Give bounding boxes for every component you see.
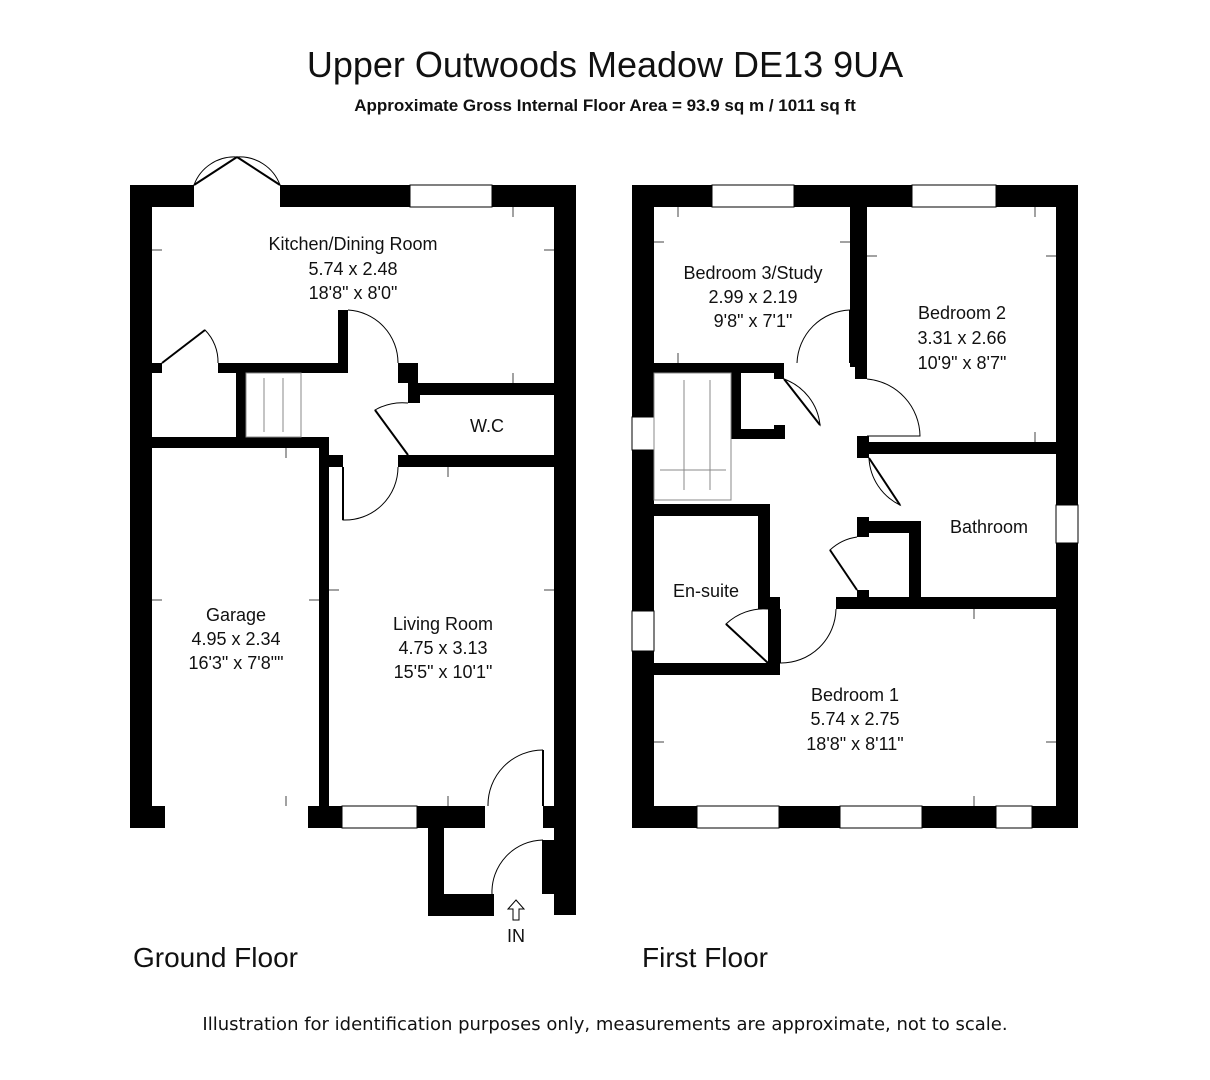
bedroom3-metric: 2.99 x 2.19 [708, 287, 797, 307]
floor-area-subtitle: Approximate Gross Internal Floor Area = … [354, 96, 856, 115]
wc-name: W.C [470, 416, 504, 436]
bedroom1-imperial: 18'8" x 8'11" [806, 734, 903, 754]
bedroom2-imperial: 10'9" x 8'7" [918, 353, 1007, 373]
kitchen-imperial: 18'8" x 8'0" [309, 283, 398, 303]
garage-metric: 4.95 x 2.34 [191, 629, 280, 649]
ground-floor-label: Ground Floor [133, 942, 298, 973]
first-floor-label: First Floor [642, 942, 768, 973]
bedroom1-metric: 5.74 x 2.75 [810, 709, 899, 729]
entrance-label: IN [507, 926, 525, 946]
ground-floor-plan: Kitchen/Dining Room 5.74 x 2.48 18'8" x … [130, 156, 576, 946]
living-name: Living Room [393, 614, 493, 634]
entrance-arrow-icon [506, 899, 526, 921]
bedroom2-metric: 3.31 x 2.66 [917, 328, 1006, 348]
bedroom1-name: Bedroom 1 [811, 685, 899, 705]
disclaimer-text: Illustration for identification purposes… [202, 1014, 1008, 1035]
garage-imperial: 16'3" x 7'8"" [188, 653, 283, 673]
kitchen-metric: 5.74 x 2.48 [308, 259, 397, 279]
living-metric: 4.75 x 3.13 [398, 638, 487, 658]
ensuite-name: En-suite [673, 581, 739, 601]
first-floor-plan: Bedroom 3/Study 2.99 x 2.19 9'8" x 7'1" … [631, 184, 1079, 829]
plan-title: Upper Outwoods Meadow DE13 9UA [306, 44, 904, 85]
bedroom3-name: Bedroom 3/Study [683, 263, 822, 283]
bathroom-name: Bathroom [950, 517, 1028, 537]
garage-name: Garage [206, 605, 266, 625]
bedroom3-imperial: 9'8" x 7'1" [714, 311, 793, 331]
kitchen-name: Kitchen/Dining Room [268, 234, 437, 254]
living-imperial: 15'5" x 10'1" [394, 662, 493, 682]
bedroom2-name: Bedroom 2 [918, 303, 1006, 323]
